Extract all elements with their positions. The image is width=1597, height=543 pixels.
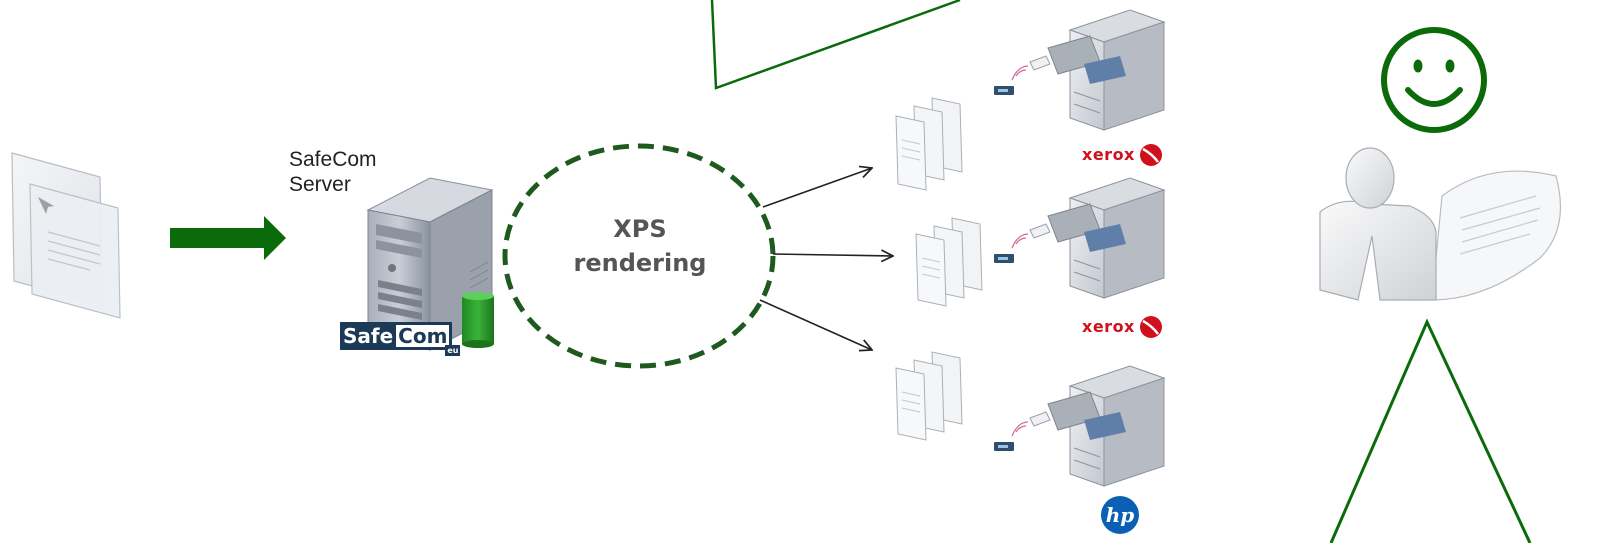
arrow-to-printer-2 (772, 254, 893, 256)
server-label-line2: Server (289, 173, 351, 196)
bottom-callout-line (1329, 318, 1532, 543)
xerox-brand-label-2: xerox (1082, 317, 1135, 336)
hp-brand-label: hp (1101, 496, 1139, 534)
printer-icon-1 (1047, 9, 1166, 131)
xps-label-line2: rendering (573, 249, 707, 277)
database-icon (462, 292, 494, 348)
safecom-logo: Safe Com eu (340, 322, 461, 356)
top-callout-line (710, 0, 961, 90)
smiley-icon (1381, 27, 1487, 133)
arrow-to-printer-3 (759, 299, 872, 350)
document-stack-icon-2 (915, 217, 983, 307)
card-reader-icon-3 (994, 411, 1051, 451)
xerox-logo-mark-2 (1140, 316, 1162, 338)
xerox-brand-label-1: xerox (1082, 145, 1135, 164)
xps-label-line1: XPS (613, 215, 667, 243)
document-stack-icon-3 (895, 351, 963, 441)
printer-icon-2 (1047, 177, 1166, 299)
safecom-logo-safe: Safe (340, 322, 397, 350)
submit-arrow (170, 216, 286, 260)
server-label: SafeCom Server (289, 147, 377, 197)
card-reader-icon-1 (994, 55, 1051, 95)
safecom-logo-com: Com (396, 322, 453, 350)
arrow-to-printer-1 (762, 168, 872, 208)
document-stack-icon-1 (895, 97, 963, 191)
xps-rendering-label: XPS rendering (540, 212, 740, 280)
xerox-logo-mark-1 (1140, 144, 1162, 166)
xps-rendering-circle (502, 143, 776, 369)
server-label-line1: SafeCom (289, 148, 377, 171)
printer-icon-3 (1047, 365, 1166, 487)
user-with-document-icon (1319, 147, 1562, 301)
source-document-icon (11, 152, 121, 319)
safecom-logo-eu: eu (445, 345, 461, 356)
card-reader-icon-2 (994, 223, 1051, 263)
